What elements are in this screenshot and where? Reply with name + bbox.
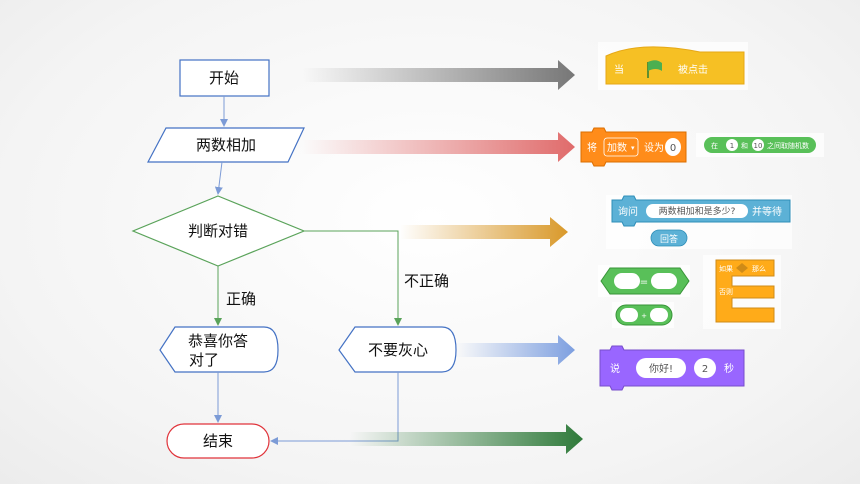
answer-label: 回答 xyxy=(660,233,678,245)
input-label: 两数相加 xyxy=(196,136,256,154)
hat-clicked-label: 被点击 xyxy=(678,63,708,76)
random-to: 10 xyxy=(754,142,763,150)
plus-right-input[interactable] xyxy=(650,308,668,322)
plus-sign: + xyxy=(641,312,647,320)
then-label: 那么 xyxy=(752,265,766,273)
edge-decision-wrong xyxy=(304,230,402,326)
decision-node: 判断对错 xyxy=(131,195,306,267)
say-label: 说 xyxy=(610,362,620,375)
variable-name: 加数 xyxy=(607,141,627,154)
ask-label: 询问 xyxy=(618,205,638,218)
correct-display-node: 恭喜你答 对了 xyxy=(159,326,279,373)
edge-wrong-end xyxy=(270,372,399,445)
set-variable-block[interactable]: 将 加数 ▾ 设为 0 xyxy=(580,127,687,167)
arrow-start xyxy=(302,60,575,90)
set-label: 将 xyxy=(587,142,597,154)
set-to-label: 设为 xyxy=(644,142,664,154)
start-label: 开始 xyxy=(209,69,239,87)
arrow-end xyxy=(350,424,583,454)
correct-label-line1: 恭喜你答 xyxy=(188,332,248,350)
input-node: 两数相加 xyxy=(147,127,305,163)
edge-input-decision xyxy=(214,161,223,195)
say-secs-input[interactable] xyxy=(694,358,716,378)
equals-sign: = xyxy=(640,277,648,288)
answer-reporter[interactable] xyxy=(650,229,688,247)
random-to-input[interactable] xyxy=(752,139,764,151)
if-else-block[interactable]: 如果 那么 否则 xyxy=(703,255,781,329)
arrow-input xyxy=(302,132,575,162)
say-for-secs-block[interactable]: 说 你好! 2 秒 xyxy=(599,345,745,391)
ask-question: 两数相加和是多少? xyxy=(659,205,736,217)
random-suffix: 之间取随机数 xyxy=(767,141,809,150)
ask-wait-label: 并等待 xyxy=(752,205,782,218)
ask-and-wait-block[interactable]: 询问 两数相加和是多少? 并等待 回答 xyxy=(606,195,792,249)
condition-slot[interactable] xyxy=(736,263,748,273)
random-from-input[interactable] xyxy=(726,139,738,151)
equals-left-input[interactable] xyxy=(614,273,640,289)
random-reporter-block[interactable]: 在 1 和 10 之间取随机数 xyxy=(696,133,824,157)
say-message-input[interactable] xyxy=(636,358,686,378)
say-secs: 2 xyxy=(702,364,708,375)
start-node: 开始 xyxy=(179,59,270,97)
end-node: 结束 xyxy=(166,423,270,459)
say-unit: 秒 xyxy=(724,362,734,375)
equals-operator-block[interactable]: = xyxy=(598,265,690,297)
arrow-decision xyxy=(400,217,568,247)
random-in-label: 在 xyxy=(711,141,718,150)
plus-operator-block[interactable]: + xyxy=(612,302,674,328)
correct-label-line2: 对了 xyxy=(189,351,219,369)
end-label: 结束 xyxy=(203,432,233,450)
when-flag-clicked-block[interactable]: 当 被点击 xyxy=(598,42,748,90)
wrong-display-node: 不要灰心 xyxy=(338,326,457,373)
ask-question-input[interactable] xyxy=(646,204,748,218)
wrong-label: 不要灰心 xyxy=(368,341,428,359)
arrow-wrong xyxy=(456,335,575,365)
hat-when-label: 当 xyxy=(614,63,624,76)
decision-label: 判断对错 xyxy=(188,222,248,240)
equals-right-input[interactable] xyxy=(651,273,677,289)
set-value-input[interactable] xyxy=(665,138,681,156)
green-flag-icon xyxy=(647,60,662,78)
plus-left-input[interactable] xyxy=(620,308,638,322)
random-from: 1 xyxy=(730,142,734,150)
if-label: 如果 xyxy=(719,264,733,273)
gradient-arrows xyxy=(302,60,583,454)
say-message: 你好! xyxy=(649,362,673,375)
dropdown-arrow-icon: ▾ xyxy=(631,144,635,152)
variable-dropdown[interactable] xyxy=(603,137,639,157)
no-branch-label: 不正确 xyxy=(404,272,449,290)
yes-branch-label: 正确 xyxy=(226,290,256,308)
else-label: 否则 xyxy=(719,288,733,296)
random-and-label: 和 xyxy=(741,141,748,150)
set-value: 0 xyxy=(670,143,676,154)
